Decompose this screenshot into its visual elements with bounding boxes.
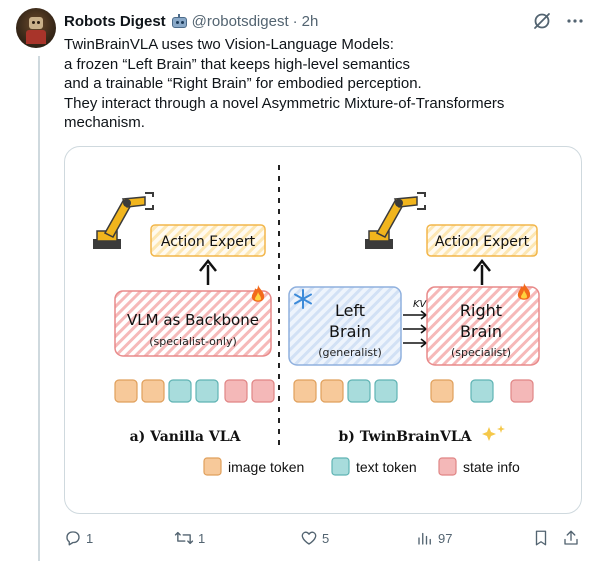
- grok-icon[interactable]: [532, 11, 552, 31]
- backbone-title: VLM as Backbone: [127, 311, 259, 329]
- right-brain-label: Brain: [460, 322, 502, 341]
- text-token: [168, 379, 192, 403]
- action-bar: 1 1 5 97: [64, 526, 584, 550]
- action-expert-box-left: [150, 224, 266, 257]
- arrow-up-icon: [199, 258, 217, 285]
- text-token: [347, 379, 371, 403]
- legend-image-label: image token: [228, 459, 304, 475]
- author-handle[interactable]: @robotsdigest: [191, 12, 289, 30]
- token-row-right: [293, 379, 534, 403]
- bookmark-button[interactable]: [532, 526, 550, 550]
- image-token: [114, 379, 138, 403]
- tweet-header: Robots Digest @robotsdigest · 2h: [64, 11, 584, 31]
- image-token: [293, 379, 317, 403]
- state-token: [510, 379, 534, 403]
- left-brain-box: [288, 286, 402, 366]
- right-brain-box: [426, 286, 540, 366]
- left-brain-label: Brain: [329, 322, 371, 341]
- left-brain-sub: (generalist): [318, 346, 382, 359]
- tweet-text: TwinBrainVLA uses two Vision-Language Mo…: [64, 35, 584, 133]
- robot-arm-icon: [365, 192, 426, 249]
- legend-image-swatch: [203, 457, 222, 476]
- state-token: [224, 379, 248, 403]
- tweet-image[interactable]: Action Expert VLM as Backbone (specialis…: [64, 146, 582, 514]
- bookmark-icon: [532, 529, 550, 547]
- fire-icon: [251, 285, 265, 302]
- image-token: [320, 379, 344, 403]
- backbone-sub: (specialist-only): [149, 335, 237, 348]
- caption-right: b) TwinBrainVLA: [338, 429, 472, 445]
- snowflake-icon: [294, 289, 312, 309]
- text-token: [374, 379, 398, 403]
- right-brain-sub: (specialist): [451, 346, 511, 359]
- fire-icon: [517, 283, 531, 300]
- tweet-line: and a trainable “Right Brain” for embodi…: [64, 75, 422, 93]
- like-button[interactable]: 5: [300, 526, 329, 550]
- text-token: [195, 379, 219, 403]
- reply-count: 1: [86, 530, 94, 546]
- kv-arrows: [403, 310, 428, 348]
- legend: image token text token state info: [203, 457, 520, 476]
- repost-count: 1: [198, 530, 206, 546]
- action-expert-box-right: [426, 224, 538, 257]
- token-row-left: [114, 379, 275, 403]
- legend-text-swatch: [331, 457, 350, 476]
- tweet-line: They interact through a novel Asymmetric…: [64, 94, 505, 112]
- repost-icon: [174, 529, 194, 547]
- robot-icon: [171, 13, 188, 29]
- sparkles-icon: [482, 425, 505, 441]
- thread-line: [38, 56, 40, 561]
- tweet-line: mechanism.: [64, 114, 145, 132]
- left-brain-label: Left: [335, 301, 365, 320]
- legend-text-label: text token: [356, 459, 417, 475]
- legend-state-swatch: [438, 457, 457, 476]
- views-icon: [416, 529, 434, 547]
- reply-icon: [64, 529, 82, 547]
- repost-button[interactable]: 1: [174, 526, 205, 550]
- author-name[interactable]: Robots Digest: [64, 12, 166, 30]
- timestamp[interactable]: 2h: [301, 12, 319, 30]
- tweet-line: a frozen “Left Brain” that keeps high-le…: [64, 55, 411, 73]
- views-count: 97: [438, 530, 453, 546]
- robot-arm-icon: [93, 192, 154, 249]
- legend-state-label: state info: [463, 459, 520, 475]
- right-brain-label: Right: [460, 301, 502, 320]
- arrow-up-icon: [473, 258, 491, 285]
- separator-dot: ·: [292, 12, 298, 30]
- tweet-line: TwinBrainVLA uses two Vision-Language Mo…: [64, 36, 394, 53]
- action-expert-label-left: Action Expert: [161, 234, 256, 250]
- like-count: 5: [322, 530, 330, 546]
- more-options-icon[interactable]: [566, 11, 584, 31]
- action-expert-label-right: Action Expert: [435, 234, 530, 250]
- avatar[interactable]: [16, 8, 56, 48]
- state-token: [251, 379, 275, 403]
- share-button[interactable]: [562, 526, 580, 550]
- heart-icon: [300, 529, 318, 547]
- text-token: [470, 379, 494, 403]
- caption-left: a) Vanilla VLA: [130, 429, 242, 445]
- image-token: [141, 379, 165, 403]
- image-token: [430, 379, 454, 403]
- views-button[interactable]: 97: [416, 526, 452, 550]
- vlm-backbone-box: [114, 290, 272, 357]
- kv-label: KV: [413, 299, 428, 310]
- share-icon: [562, 529, 580, 547]
- reply-button[interactable]: 1: [64, 526, 93, 550]
